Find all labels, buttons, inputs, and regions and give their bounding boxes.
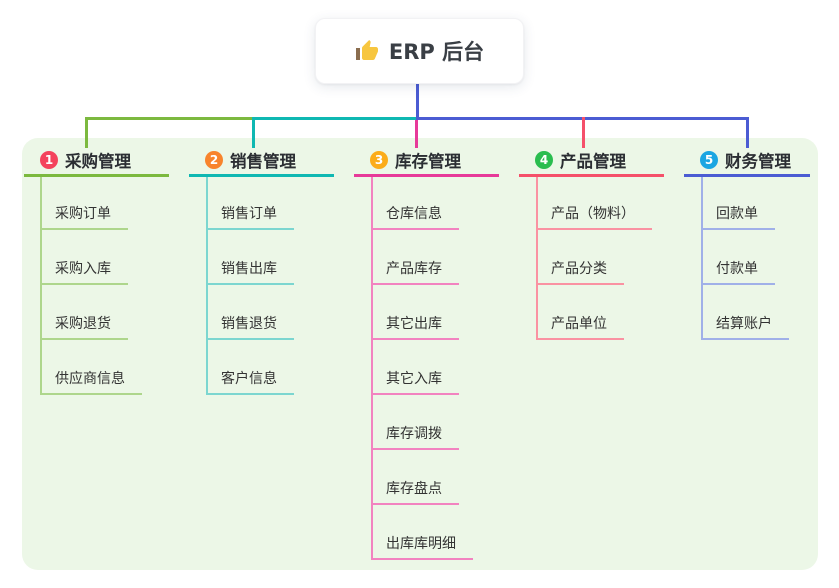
child-node[interactable]: 采购退货 [40,316,128,340]
child-node[interactable]: 销售退货 [206,316,294,340]
branch-number-badge: 5 [700,151,718,169]
drop-line-inventory [415,120,418,148]
branch-label: 销售管理 [230,152,296,171]
thumbs-up-icon [355,39,379,63]
child-node[interactable]: 库存盘点 [371,481,459,505]
child-node[interactable]: 产品（物料） [536,206,652,230]
child-node[interactable]: 其它出库 [371,316,459,340]
branch-header-purchase[interactable]: 1 采购管理 [24,146,169,177]
child-connector-line [206,177,208,395]
root-title: ERP 后台 [388,40,485,64]
branch-label: 库存管理 [395,152,461,171]
drop-line-purchase [85,117,88,148]
child-node[interactable]: 出库库明细 [371,536,473,560]
child-node[interactable]: 库存调拨 [371,426,459,450]
drop-line-sales [252,117,255,148]
child-node[interactable]: 付款单 [701,261,775,285]
child-node[interactable]: 结算账户 [701,316,789,340]
branch-label: 采购管理 [65,152,131,171]
bus-line-purchase [85,117,254,120]
child-node[interactable]: 销售订单 [206,206,294,230]
child-connector-line [40,177,42,395]
child-node[interactable]: 产品分类 [536,261,624,285]
child-connector-line [371,177,373,560]
root-node[interactable]: ERP 后台 [315,18,524,84]
branch-number-badge: 1 [40,151,58,169]
child-node[interactable]: 客户信息 [206,371,294,395]
child-node[interactable]: 销售出库 [206,261,294,285]
child-node[interactable]: 仓库信息 [371,206,459,230]
branch-header-inventory[interactable]: 3 库存管理 [354,146,499,177]
bus-line-sales [254,117,416,120]
branch-label: 产品管理 [560,152,626,171]
branch-header-product[interactable]: 4 产品管理 [519,146,664,177]
branch-label: 财务管理 [725,152,791,171]
branches-panel [22,138,818,570]
child-node[interactable]: 供应商信息 [40,371,142,395]
branch-number-badge: 4 [535,151,553,169]
child-node[interactable]: 其它入库 [371,371,459,395]
child-node[interactable]: 产品库存 [371,261,459,285]
drop-line-product [582,117,585,148]
branch-header-finance[interactable]: 5 财务管理 [684,146,810,177]
child-node[interactable]: 产品单位 [536,316,624,340]
root-stem-line [416,82,419,120]
branch-number-badge: 2 [205,151,223,169]
child-connector-line [701,177,703,340]
branch-header-sales[interactable]: 2 销售管理 [189,146,334,177]
branch-number-badge: 3 [370,151,388,169]
child-connector-line [536,177,538,340]
child-node[interactable]: 采购订单 [40,206,128,230]
child-node[interactable]: 采购入库 [40,261,128,285]
child-node[interactable]: 回款单 [701,206,775,230]
drop-line-finance [746,117,749,148]
